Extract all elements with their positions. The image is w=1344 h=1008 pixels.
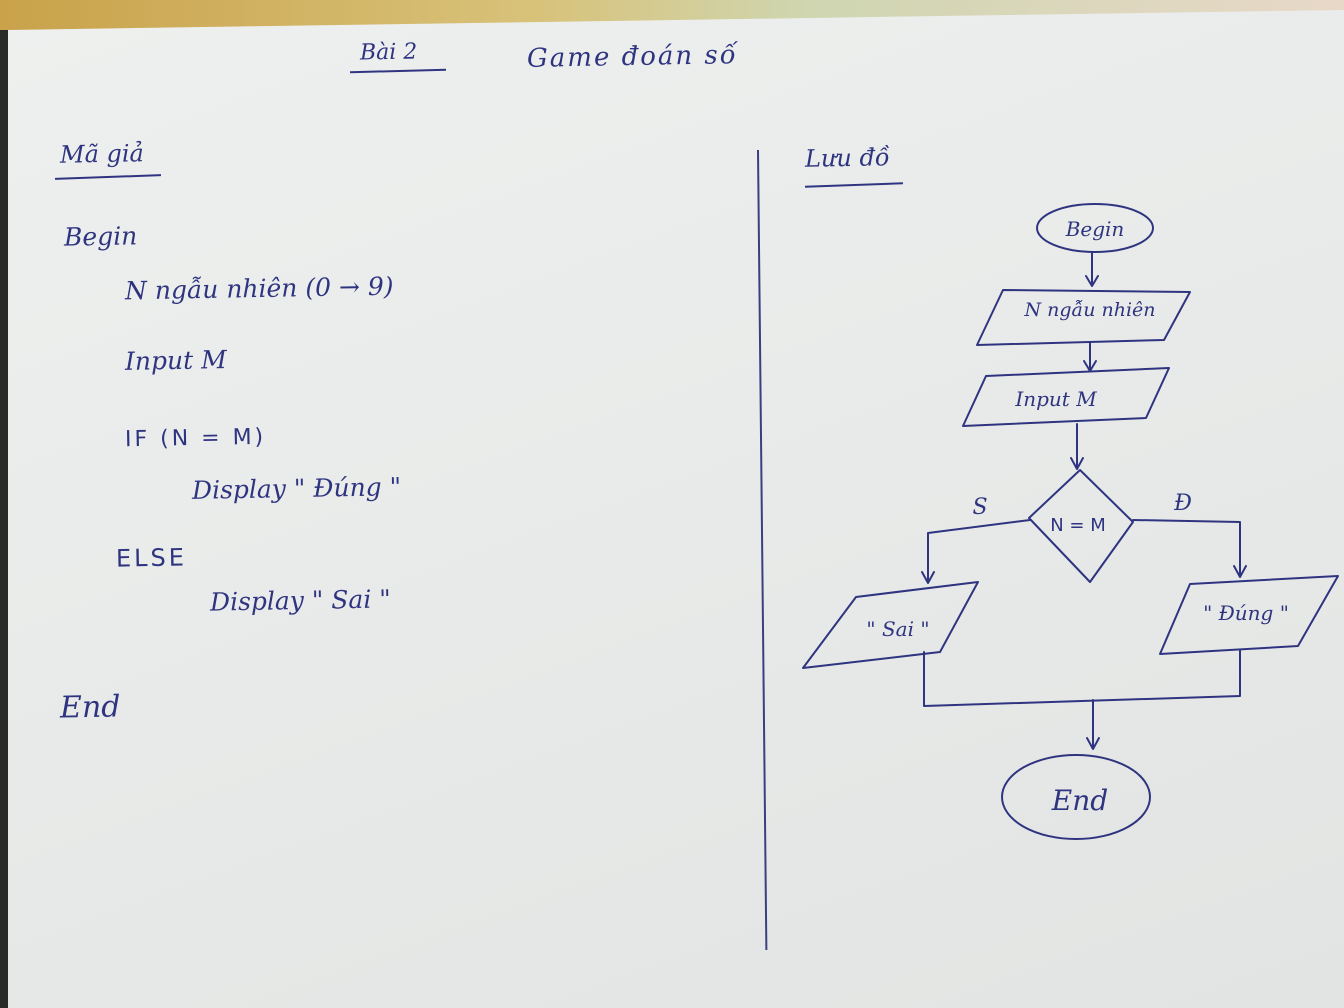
flowchart-input-node — [962, 367, 1170, 427]
flowchart-random-label: N ngẫu nhiên — [1023, 299, 1155, 321]
flowchart-arrow-begin-random — [1085, 251, 1099, 287]
flowchart-output-true-label: " Đúng " — [1203, 601, 1289, 625]
flowchart-branch-true-label: Đ — [1173, 491, 1192, 516]
flowchart-input-label: Input M — [1014, 387, 1097, 411]
flowchart-end-label: End — [1051, 784, 1108, 817]
flowchart-output-true-node — [1159, 575, 1339, 655]
flowchart-output-false-node — [802, 581, 979, 669]
paper-sheet — [8, 10, 1344, 1008]
flowchart-decision-label: N = M — [1050, 515, 1106, 536]
flowchart-arrow-end — [1086, 699, 1100, 750]
flowchart-arrow-true — [1132, 519, 1247, 578]
flowchart-arrow-random-input — [1083, 341, 1097, 372]
flowchart-output-false-label: " Sai " — [866, 617, 929, 641]
flowchart-begin-node — [1036, 203, 1154, 253]
flowchart-branch-false-label: S — [972, 495, 987, 520]
flowchart-begin-label: Begin — [1065, 217, 1125, 241]
flowchart-arrow-false — [921, 519, 1031, 584]
flowchart-merge-line — [923, 649, 1241, 707]
flowchart-random-node — [976, 289, 1191, 346]
flowchart-end-node — [1001, 754, 1151, 840]
flowchart-arrow-input-decision — [1070, 423, 1084, 470]
flowchart-decision-node — [1028, 469, 1134, 583]
